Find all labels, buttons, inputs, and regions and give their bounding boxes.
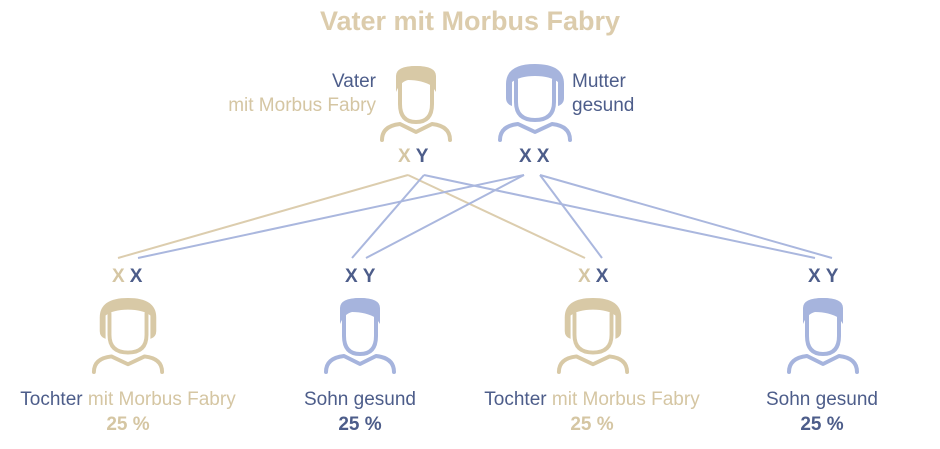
mother-allele-1: X (519, 146, 533, 167)
mother-label: Mutter (572, 71, 626, 92)
child-2-caption: Sohn gesund (230, 388, 490, 412)
line-father-x-to-daughter-2 (407, 174, 586, 259)
child-3-allele-2: X (595, 266, 610, 287)
child-4-role: Sohn (766, 389, 811, 410)
child-3-woman-icon (556, 297, 630, 374)
child-3-percent: 25 % (570, 414, 614, 435)
child-1-role: Tochter (20, 389, 83, 410)
line-father-y-to-son-1 (351, 174, 425, 259)
line-mother-x2-to-daughter-2 (539, 174, 603, 259)
child-2-man-icon (324, 298, 396, 374)
child-1-woman-icon (91, 297, 165, 374)
child-1-allele-1: X (112, 266, 126, 287)
child-3-caption: Tochter mit Morbus Fabry (462, 388, 722, 412)
mother-allele-2: X (536, 146, 551, 167)
child-2-percent: 25 % (338, 414, 382, 435)
father-allele-2: Y (415, 146, 430, 167)
line-mother-x-to-daughter-1 (137, 174, 525, 259)
line-mother-x2-to-son-2 (539, 174, 833, 259)
child-3-role: Tochter (484, 389, 547, 410)
child-4-caption: Sohn gesund (692, 388, 940, 412)
child-1-percent: 25 % (106, 414, 150, 435)
mother-sublabel: gesund (572, 95, 635, 116)
child-1-allele-2: X (129, 266, 144, 287)
child-2-status: gesund (353, 389, 416, 410)
child-3-allele-1: X (578, 266, 592, 287)
father-sublabel: mit Morbus Fabry (228, 95, 376, 116)
line-mother-x-to-son-1 (365, 174, 525, 259)
child-2-allele-1: X (345, 266, 359, 287)
child-1-caption: Tochter mit Morbus Fabry (0, 388, 258, 412)
child-4-man-icon (787, 298, 859, 374)
mother-woman-icon (498, 64, 572, 142)
father-label: Vater (331, 71, 376, 92)
line-father-x-to-daughter-1 (117, 174, 409, 259)
father-man-icon (380, 66, 452, 142)
child-3-status: mit Morbus Fabry (551, 389, 700, 410)
child-4-allele-1: X (808, 266, 822, 287)
child-2-allele-2: Y (362, 266, 377, 287)
father-allele-1: X (398, 146, 412, 167)
child-4-status: gesund (815, 389, 878, 410)
line-father-y-to-son-2 (423, 174, 816, 259)
child-2-role: Sohn (304, 389, 349, 410)
child-1-status: mit Morbus Fabry (87, 389, 236, 410)
diagram-title: Vater mit Morbus Fabry (319, 6, 621, 36)
child-4-allele-2: Y (825, 266, 840, 287)
child-4-percent: 25 % (800, 414, 844, 435)
